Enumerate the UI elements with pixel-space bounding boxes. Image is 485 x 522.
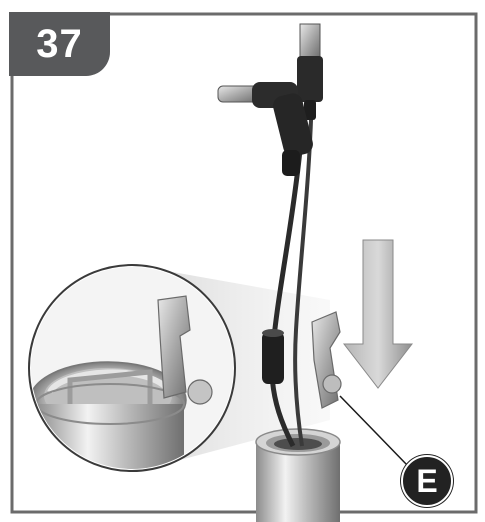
- tube-post: [255, 428, 341, 522]
- frame-border: [10, 12, 478, 514]
- step-number-badge: 37: [9, 12, 110, 76]
- detail-magnifier: [28, 264, 236, 472]
- power-plug: [217, 82, 313, 176]
- bracket-clip: [311, 311, 342, 409]
- down-arrow-icon: [342, 239, 414, 389]
- ferrite-core: [262, 332, 284, 384]
- part-e-callout-icon: E: [401, 455, 453, 507]
- usb-connector: [297, 23, 323, 120]
- leader-line: [339, 395, 409, 467]
- cable-pair: [262, 89, 314, 448]
